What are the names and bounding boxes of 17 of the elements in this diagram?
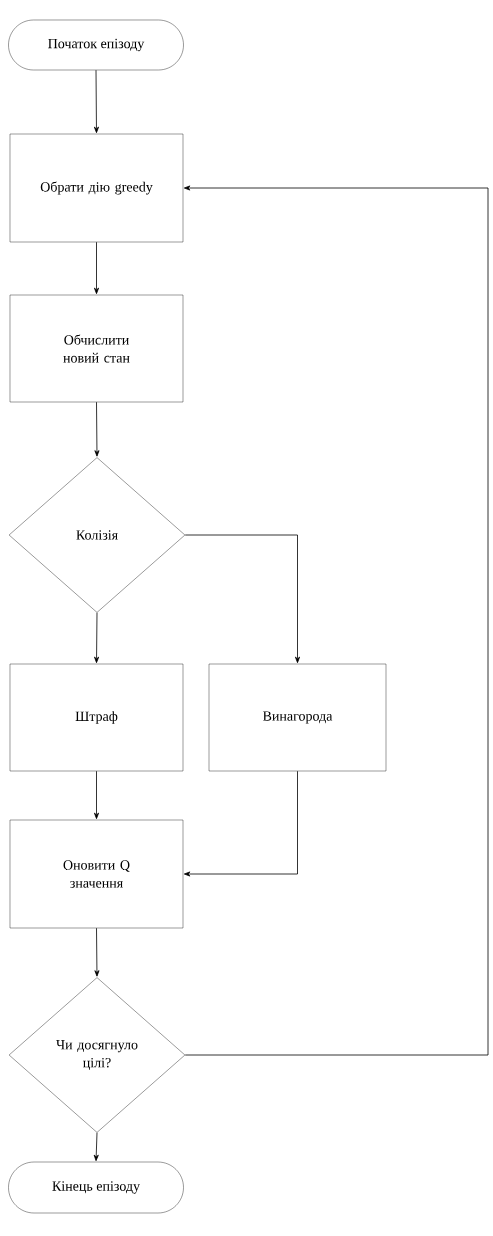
arrow (183, 185, 489, 1056)
arrow (93, 1132, 99, 1162)
arrow (183, 770, 298, 877)
terminator: Початок епізоду (8, 19, 184, 71)
arrow (184, 534, 300, 664)
arrow (94, 927, 100, 977)
arrow (94, 401, 100, 457)
arrow (94, 770, 99, 820)
arrow (94, 612, 100, 664)
process-box: Штраф (9, 663, 184, 772)
process-box: Винагорода (208, 663, 387, 772)
process-box: Обчислити новий стан (9, 294, 184, 403)
arrow (93, 69, 99, 134)
process-box: Обрати дію greedy (9, 133, 184, 243)
arrow (94, 241, 99, 295)
terminator: Кінець епізоду (8, 1161, 184, 1214)
process-box: Оновити Q значення (9, 819, 184, 929)
